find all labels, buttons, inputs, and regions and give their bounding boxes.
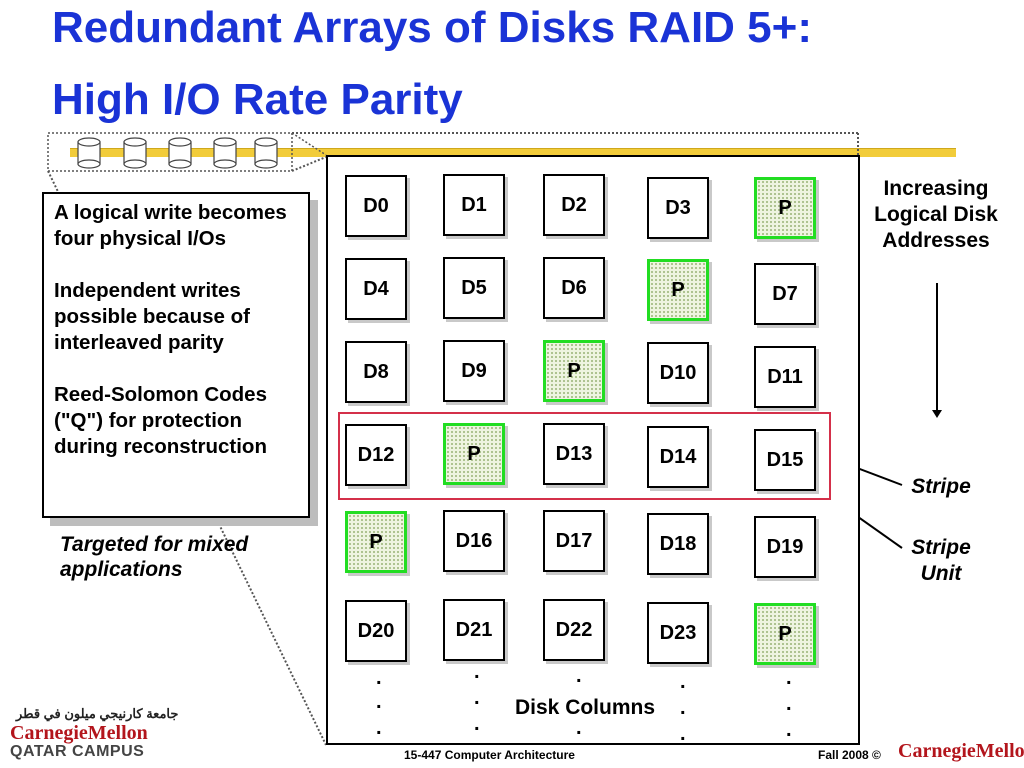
- note-item: Reed-Solomon Codes ("Q") for protection …: [54, 383, 267, 458]
- block-d21: D21: [443, 599, 505, 661]
- continuation-dot: .: [376, 717, 382, 739]
- continuation-dot: .: [474, 687, 480, 709]
- block-d8: D8: [345, 341, 407, 403]
- block-parity: P: [345, 511, 407, 573]
- slide-title-line-1: Redundant Arrays of Disks RAID 5+:: [52, 3, 812, 52]
- footer-brand: CarnegieMellon: [898, 740, 1024, 762]
- increasing-addresses-label: Increasing Logical Disk Addresses: [874, 177, 998, 252]
- block-d12: D12: [345, 424, 407, 486]
- campus-logo-arabic: جامعة كارنيجي ميلون في قطر: [16, 706, 179, 721]
- continuation-dot: .: [474, 661, 480, 683]
- block-d6: D6: [543, 257, 605, 319]
- continuation-dot: .: [680, 697, 686, 719]
- block-parity: P: [647, 259, 709, 321]
- block-parity: P: [754, 603, 816, 665]
- footer-course: 15-447 Computer Architecture: [404, 748, 575, 762]
- block-d18: D18: [647, 513, 709, 575]
- block-d3: D3: [647, 177, 709, 239]
- continuation-dot: .: [576, 665, 582, 687]
- continuation-dot: .: [680, 671, 686, 693]
- stripe-label: Stripe: [911, 475, 971, 498]
- block-d15: D15: [754, 429, 816, 491]
- block-d11: D11: [754, 346, 816, 408]
- campus-logo-name: CarnegieMellon: [10, 722, 148, 744]
- block-d4: D4: [345, 258, 407, 320]
- targeted-note: Targeted for mixed applications: [60, 533, 249, 581]
- block-d17: D17: [543, 510, 605, 572]
- footer-term: Fall 2008 ©: [818, 748, 881, 762]
- block-d14: D14: [647, 426, 709, 488]
- continuation-dot: .: [786, 693, 792, 715]
- block-d22: D22: [543, 599, 605, 661]
- block-d20: D20: [345, 600, 407, 662]
- block-parity: P: [543, 340, 605, 402]
- block-d19: D19: [754, 516, 816, 578]
- block-d5: D5: [443, 257, 505, 319]
- continuation-dot: .: [786, 719, 792, 741]
- continuation-dot: .: [576, 717, 582, 739]
- campus-logo-campus: QATAR CAMPUS: [10, 743, 145, 760]
- block-d23: D23: [647, 602, 709, 664]
- continuation-dot: .: [376, 691, 382, 713]
- continuation-dot: .: [680, 723, 686, 745]
- title-rule: [70, 148, 956, 157]
- disk-columns-label: Disk Columns: [515, 696, 656, 720]
- note-item: A logical write becomes four physical I/…: [54, 201, 287, 250]
- continuation-dot: .: [474, 713, 480, 735]
- stripe-highlight: [338, 412, 831, 500]
- block-d1: D1: [443, 174, 505, 236]
- block-d16: D16: [443, 510, 505, 572]
- block-d0: D0: [345, 175, 407, 237]
- block-parity: P: [754, 177, 816, 239]
- continuation-dot: .: [376, 667, 382, 689]
- block-d10: D10: [647, 342, 709, 404]
- notes-box: A logical write becomes four physical I/…: [42, 192, 310, 518]
- stripe-unit-label: Stripe Unit: [911, 536, 971, 585]
- block-d13: D13: [543, 423, 605, 485]
- block-d2: D2: [543, 174, 605, 236]
- block-d9: D9: [443, 340, 505, 402]
- continuation-dot: .: [786, 667, 792, 689]
- note-item: Independent writes possible because of i…: [54, 279, 250, 354]
- block-d7: D7: [754, 263, 816, 325]
- block-parity: P: [443, 423, 505, 485]
- slide-title-line-2: High I/O Rate Parity: [52, 75, 463, 124]
